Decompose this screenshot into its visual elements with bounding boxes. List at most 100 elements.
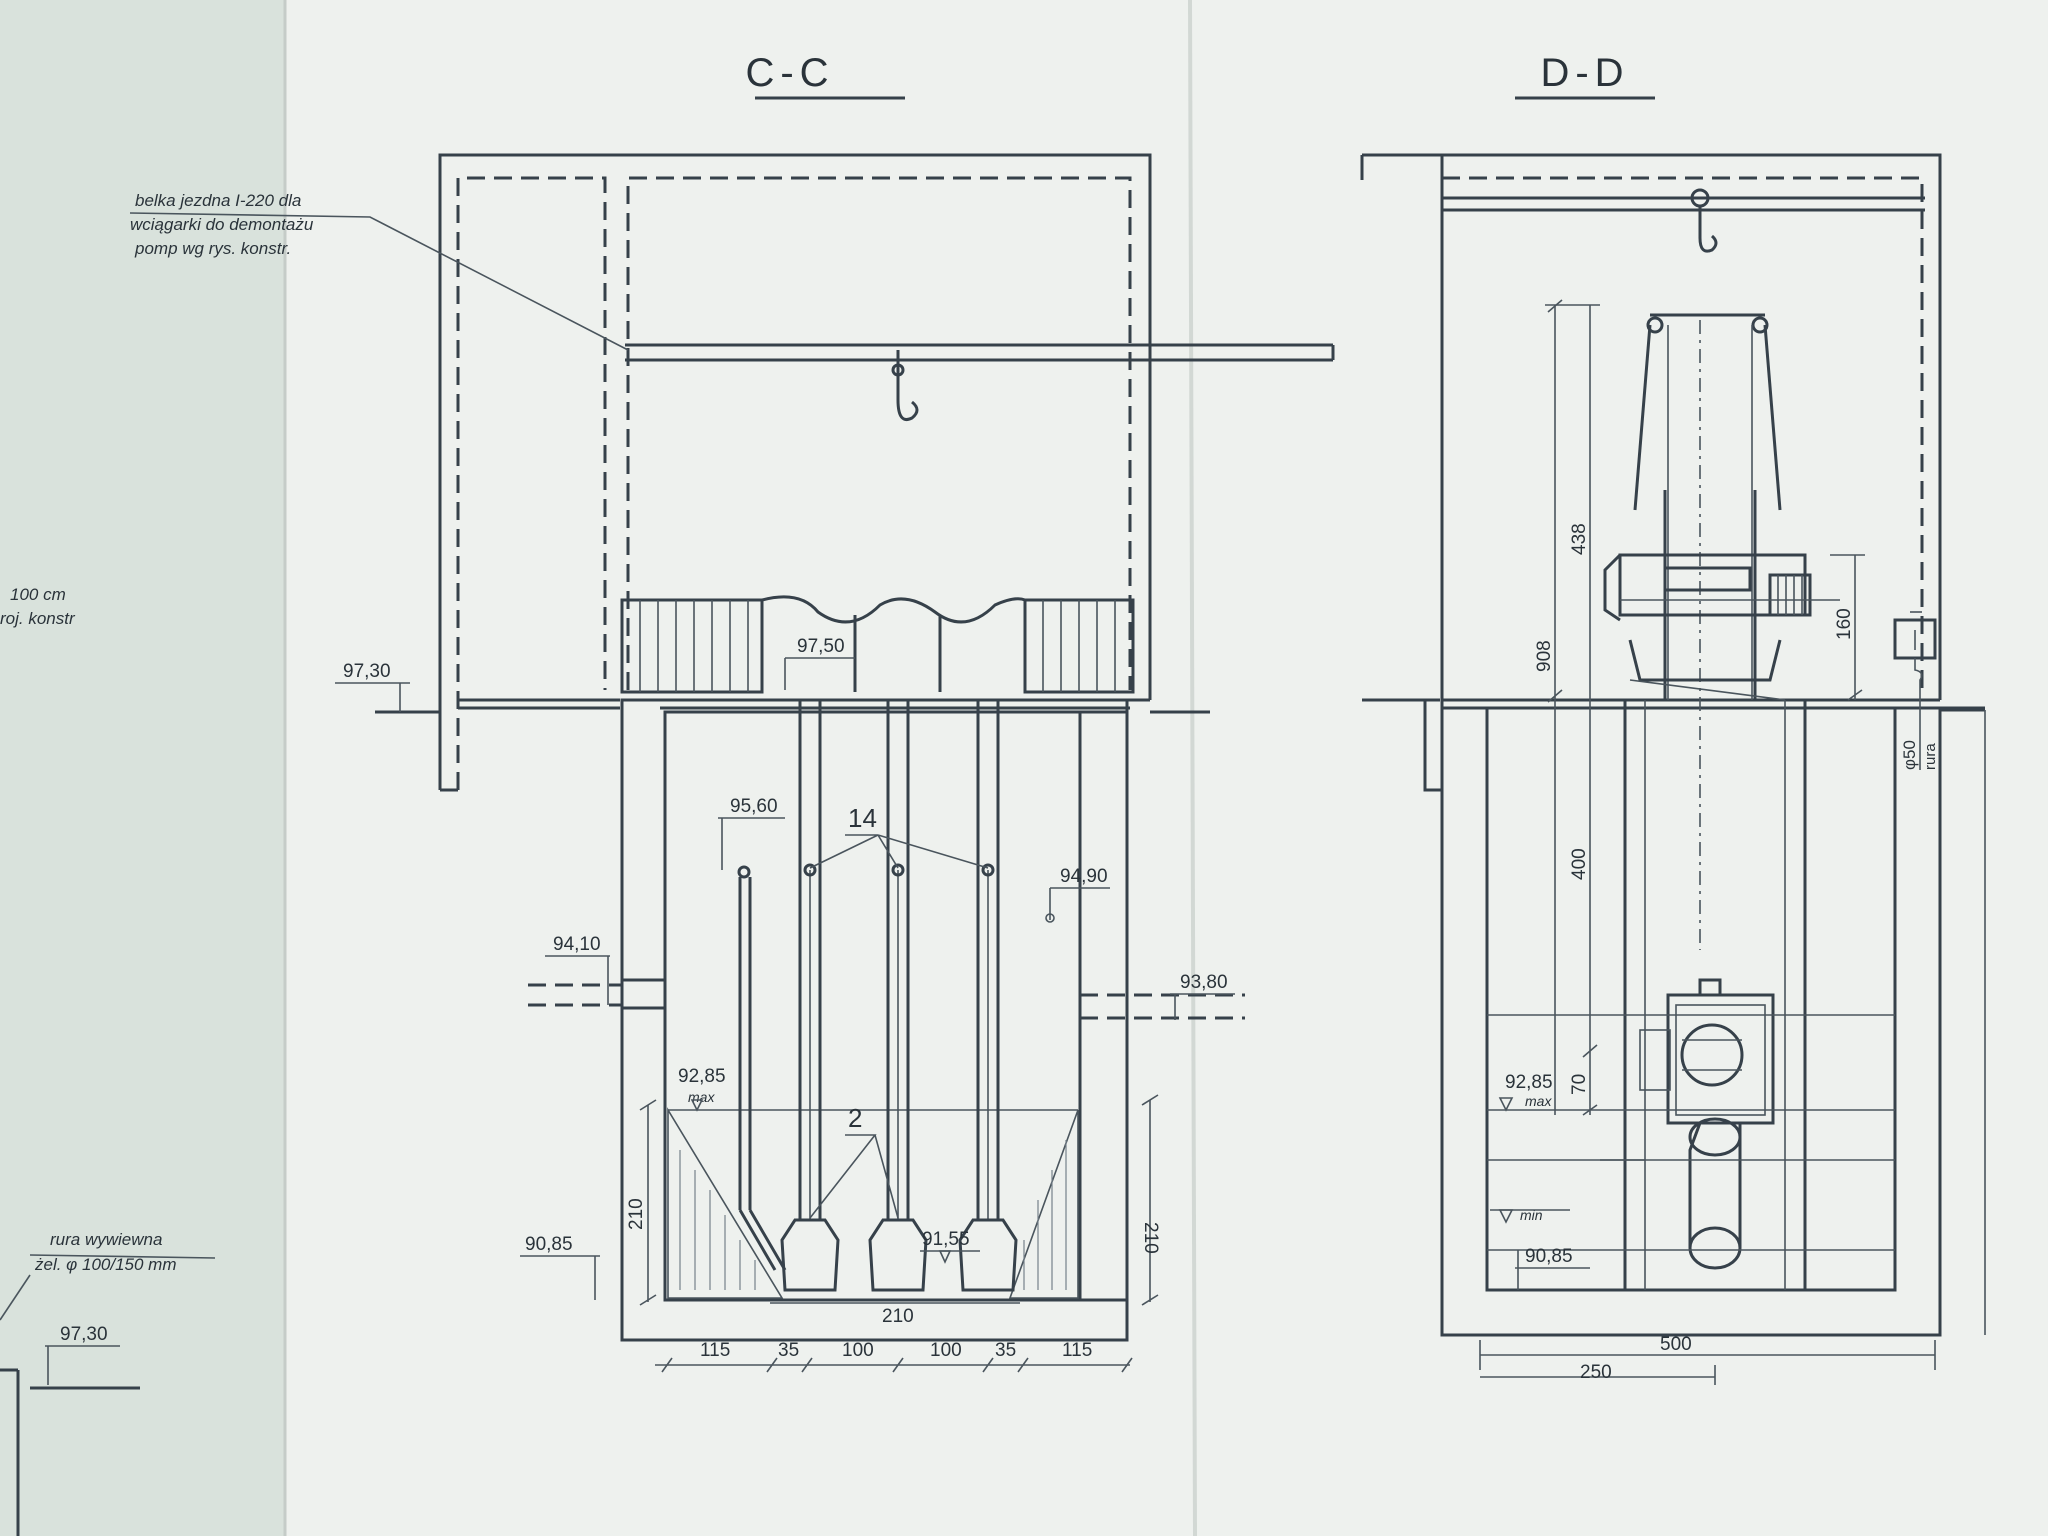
svg-text:210: 210 bbox=[626, 1198, 647, 1230]
elev-pump-level: 91,55 bbox=[920, 1229, 980, 1264]
svg-text:97,50: 97,50 bbox=[797, 636, 845, 657]
pump-3 bbox=[958, 1218, 1018, 1292]
building-outline-dd bbox=[1362, 153, 1942, 700]
dim-pipe-dia: φ50 rura bbox=[1900, 740, 1939, 770]
svg-text:93,80: 93,80 bbox=[1180, 972, 1228, 993]
pipe-note-line2: żel. φ 100/150 mm bbox=[34, 1255, 177, 1274]
beam-note-line3: pomp wg rys. konstr. bbox=[134, 239, 291, 258]
beam-note-line1: belka jezdna I-220 dla bbox=[135, 191, 301, 210]
building-inner-dd bbox=[1442, 176, 1924, 690]
svg-text:210: 210 bbox=[1140, 1222, 1161, 1254]
svg-text:92,85: 92,85 bbox=[678, 1066, 726, 1087]
svg-text:94,90: 94,90 bbox=[1060, 866, 1108, 887]
paper-sheet bbox=[285, 0, 2048, 1536]
dim-vertical-438: 438 bbox=[1545, 304, 1600, 700]
railing-left bbox=[620, 598, 764, 694]
electrical-box bbox=[1893, 611, 1937, 770]
svg-text:908: 908 bbox=[1534, 640, 1555, 672]
elev-ground-left: 97,30 bbox=[335, 661, 410, 712]
svg-text:35: 35 bbox=[995, 1340, 1016, 1361]
pipe-note-line1: rura wywiewna bbox=[50, 1230, 162, 1249]
svg-text:160: 160 bbox=[1834, 608, 1855, 640]
pump-1 bbox=[780, 1218, 840, 1292]
elev-inlet-left: 94,10 bbox=[545, 934, 610, 1005]
svg-text:210: 210 bbox=[882, 1306, 914, 1327]
svg-text:438: 438 bbox=[1569, 523, 1590, 555]
svg-text:92,85: 92,85 bbox=[1505, 1072, 1553, 1093]
svg-text:400: 400 bbox=[1569, 848, 1590, 880]
pump-set-1 bbox=[780, 700, 840, 1292]
svg-text:rura: rura bbox=[1922, 743, 1939, 770]
dim-left-height: 210 bbox=[626, 1099, 657, 1306]
section-cc: belka jezdna I-220 dla wciągarki do demo… bbox=[129, 153, 1335, 1373]
svg-text:min: min bbox=[1520, 1207, 1543, 1223]
wet-well-outer-dd bbox=[1440, 708, 1942, 1337]
beam-note-line2: wciągarki do demontażu bbox=[130, 215, 314, 234]
dim-vertical-160: 160 bbox=[1830, 554, 1865, 701]
building-outline-cc bbox=[438, 153, 1152, 790]
dim-width-500: 500 bbox=[1479, 1334, 1936, 1370]
callout-rails: 14 bbox=[848, 803, 877, 833]
elev-bottom-cc: 90,85 bbox=[520, 1234, 600, 1300]
svg-text:100: 100 bbox=[930, 1340, 962, 1361]
building-inner-left bbox=[456, 176, 607, 790]
beam-note-leader bbox=[129, 212, 629, 351]
svg-text:70: 70 bbox=[1569, 1074, 1590, 1095]
section-dd: 92,85 max min 90,85 908 438 bbox=[1360, 153, 1986, 1385]
dim-right-height: 210 bbox=[1140, 1094, 1161, 1306]
svg-text:500: 500 bbox=[1660, 1334, 1692, 1355]
crane-hook-dd-icon bbox=[1690, 188, 1718, 253]
svg-text:90,85: 90,85 bbox=[525, 1234, 573, 1255]
elev-outlet-right: 93,80 bbox=[1170, 972, 1235, 1020]
svg-text:max: max bbox=[688, 1089, 715, 1105]
svg-text:97,30: 97,30 bbox=[60, 1324, 108, 1345]
dim-bottom-chain: 115 35 100 100 35 115 bbox=[655, 1340, 1133, 1373]
svg-text:90,85: 90,85 bbox=[1525, 1246, 1573, 1267]
elev-min-dd: min bbox=[1490, 1207, 1570, 1224]
callout-pumps: 2 bbox=[848, 1103, 862, 1133]
pump-set-3 bbox=[958, 700, 1018, 1292]
left-note-line2: roj. konstr bbox=[0, 609, 76, 628]
section-title-cc: C-C bbox=[745, 51, 834, 95]
dim-width-250: 250 bbox=[1480, 1362, 1716, 1385]
svg-text:35: 35 bbox=[778, 1340, 799, 1361]
svg-text:97,30: 97,30 bbox=[343, 661, 391, 682]
elev-max-dd: 92,85 max bbox=[1498, 1072, 1553, 1112]
svg-text:115: 115 bbox=[700, 1340, 730, 1361]
railing-break-line bbox=[761, 595, 1026, 624]
building-inner-right bbox=[626, 176, 1132, 690]
inlet-pipe-left bbox=[528, 978, 665, 1010]
dim-vertical-70: 70 bbox=[1569, 1050, 1598, 1116]
elev-bottom-dd: 90,85 bbox=[1515, 1246, 1590, 1290]
railing-right bbox=[1023, 598, 1135, 694]
svg-text:max: max bbox=[1525, 1093, 1552, 1109]
svg-text:100: 100 bbox=[842, 1340, 874, 1361]
pump-chamber-dd bbox=[1623, 698, 1807, 1292]
svg-text:φ50: φ50 bbox=[1900, 740, 1919, 770]
left-note-line1: 100 cm bbox=[10, 585, 66, 604]
svg-text:95,60: 95,60 bbox=[730, 796, 778, 817]
svg-text:94,10: 94,10 bbox=[553, 934, 601, 955]
svg-text:250: 250 bbox=[1580, 1362, 1612, 1383]
crane-hook-icon bbox=[891, 350, 919, 421]
elev-right-inlet: 94,90 bbox=[1045, 866, 1110, 923]
elev-max-cc: 92,85 max bbox=[678, 1066, 726, 1112]
section-title-dd: D-D bbox=[1540, 51, 1629, 95]
dim-vertical-908: 908 bbox=[1534, 299, 1563, 1115]
elev-pipe-top: 95,60 bbox=[718, 796, 785, 870]
submersible-pump-dd bbox=[1639, 978, 1775, 1270]
dim-bottom-width: 210 bbox=[770, 1302, 1020, 1327]
benching-right bbox=[1008, 1109, 1079, 1299]
elev-ground-far-left: 97,30 bbox=[0, 1324, 140, 1536]
benching-left bbox=[667, 1107, 784, 1299]
paper-fold bbox=[1188, 0, 1197, 1536]
outlet-pipe-right bbox=[1080, 993, 1245, 1020]
pump-2 bbox=[868, 1218, 928, 1292]
winch-motor bbox=[1603, 553, 1840, 701]
vent-pipe bbox=[737, 865, 787, 1271]
elev-platform: 97,50 bbox=[784, 636, 855, 690]
svg-text:115: 115 bbox=[1062, 1340, 1092, 1361]
hoist-frame bbox=[1633, 313, 1782, 700]
pump-set-2 bbox=[868, 700, 928, 1292]
